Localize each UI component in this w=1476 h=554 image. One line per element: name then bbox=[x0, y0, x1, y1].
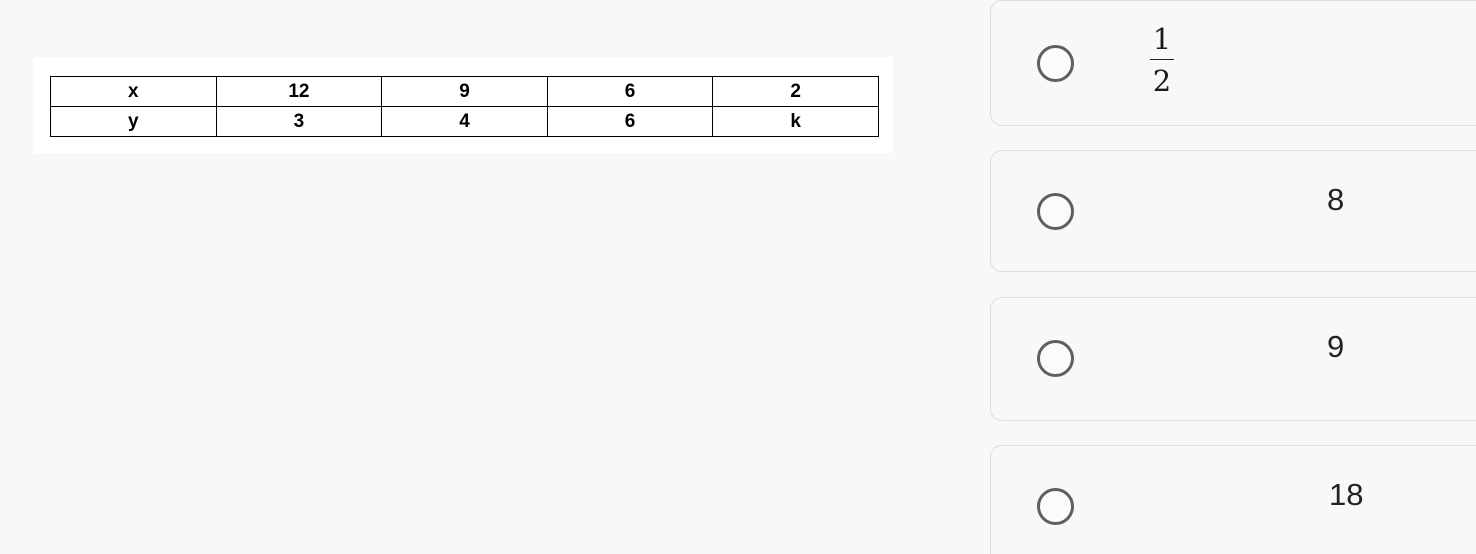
answer-option-4[interactable]: 18 bbox=[990, 445, 1476, 554]
table-cell: 4 bbox=[381, 106, 548, 137]
radio-unchecked-icon[interactable] bbox=[1037, 488, 1074, 525]
table-row-y: y 3 4 6 k bbox=[50, 106, 879, 137]
table-cell: 9 bbox=[381, 76, 548, 107]
option-value: 9 bbox=[1327, 329, 1345, 364]
table-cell: 6 bbox=[546, 106, 714, 137]
table-cell: 2 bbox=[712, 76, 879, 107]
table-cell: 12 bbox=[215, 76, 383, 107]
fraction-denominator: 2 bbox=[1152, 64, 1172, 98]
table-cell: 3 bbox=[215, 106, 383, 137]
fraction-value: 1 2 bbox=[1150, 22, 1174, 98]
table-row-x: x 12 9 6 2 bbox=[50, 76, 879, 107]
xy-value-table: x 12 9 6 2 y 3 4 6 k bbox=[50, 76, 879, 137]
option-value: 8 bbox=[1327, 182, 1345, 217]
answer-option-3[interactable]: 9 bbox=[990, 297, 1476, 421]
question-table-card: x 12 9 6 2 y 3 4 6 k bbox=[33, 57, 893, 153]
answer-option-2[interactable]: 8 bbox=[990, 150, 1476, 272]
radio-unchecked-icon[interactable] bbox=[1037, 193, 1074, 230]
answer-option-1[interactable]: 1 2 bbox=[990, 0, 1476, 126]
table-cell: k bbox=[712, 106, 879, 137]
radio-unchecked-icon[interactable] bbox=[1037, 340, 1074, 377]
fraction-bar bbox=[1150, 59, 1174, 60]
table-cell: 6 bbox=[546, 76, 714, 107]
table-row-label: x bbox=[50, 76, 217, 107]
option-value: 18 bbox=[1329, 477, 1364, 512]
radio-unchecked-icon[interactable] bbox=[1037, 45, 1074, 82]
table-row-label: y bbox=[50, 106, 217, 137]
fraction-numerator: 1 bbox=[1152, 22, 1172, 56]
